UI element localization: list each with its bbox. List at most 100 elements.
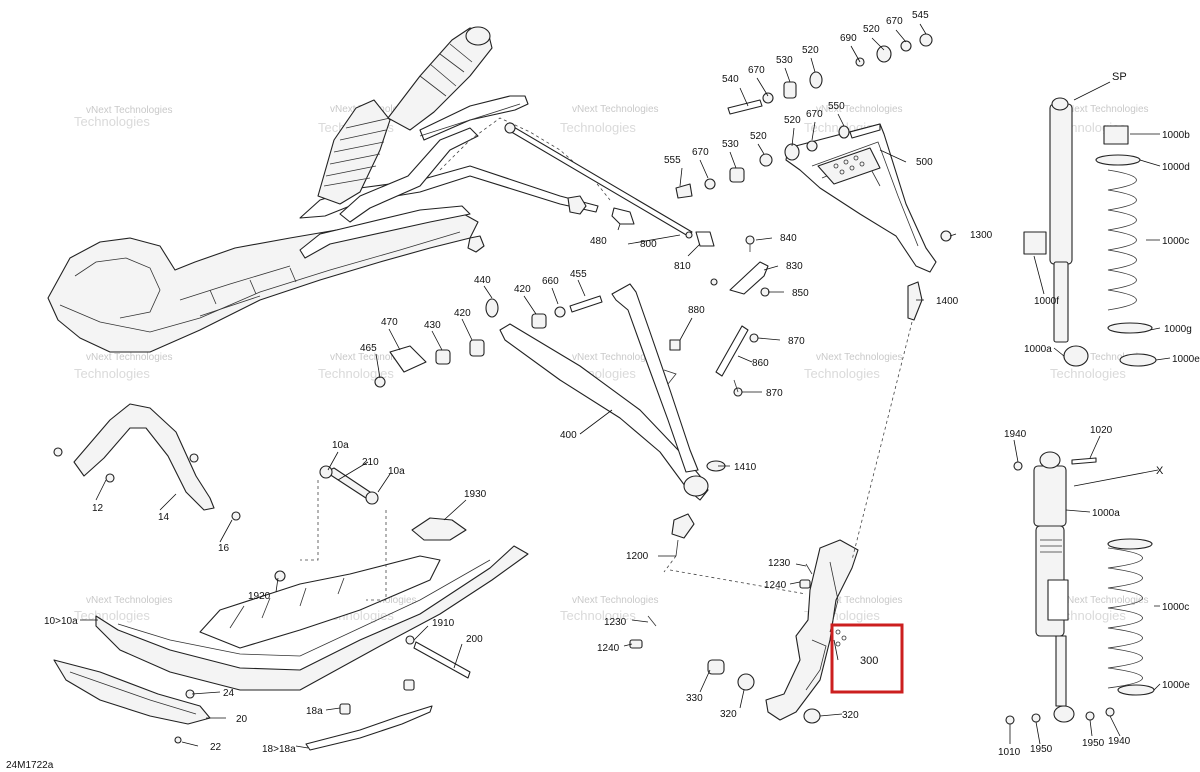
leader-lines: [80, 23, 1171, 749]
watermark-text: vNext Technologies: [1062, 352, 1149, 363]
watermark-text: Technologies: [74, 366, 150, 381]
callout-1230: 1230: [768, 558, 791, 569]
watermark-text: Technologies: [560, 608, 636, 623]
wear-bar-and-runner: [53, 659, 433, 751]
callout-1910: 1910: [432, 618, 455, 629]
steering-arm: [710, 235, 770, 397]
watermark-text: Technologies: [74, 608, 150, 623]
callout-830: 830: [786, 261, 803, 272]
callout-1230: 1230: [604, 617, 627, 628]
ski-leg: [629, 321, 913, 724]
callout-440: 440: [474, 275, 491, 286]
callout-1950: 1950: [1030, 744, 1053, 755]
callout-330: 330: [686, 693, 703, 704]
watermark-text: Technologies: [1050, 366, 1126, 381]
callout-400: 400: [560, 430, 577, 441]
callout-520: 520: [863, 24, 880, 35]
callout-690: 690: [840, 33, 857, 44]
callout-200: 200: [466, 634, 483, 645]
assembled-ski-suspension: [47, 26, 611, 353]
watermark-text: vNext Technologies: [86, 352, 173, 363]
callout-1950: 1950: [1082, 738, 1105, 749]
callout-10a: 10a: [332, 440, 349, 451]
callout-16: 16: [218, 543, 230, 554]
watermark-text: vNext Technologies: [572, 104, 659, 115]
watermark-text: vNext Technologies: [86, 595, 173, 606]
watermark-text: vNext Technologies: [86, 105, 173, 116]
watermark-text: vNext Technologies: [816, 352, 903, 363]
callout-1410: 1410: [734, 462, 757, 473]
callout-520: 520: [802, 45, 819, 56]
callout-670: 670: [748, 65, 765, 76]
watermark-text: vNext Technologies: [1062, 595, 1149, 606]
callout-320: 320: [720, 709, 737, 720]
upper-a-arm: [675, 33, 952, 321]
callout-420: 420: [514, 284, 531, 295]
callout-1010: 1010: [998, 747, 1021, 758]
callout-sp: SP: [1112, 71, 1127, 83]
callout-810: 810: [674, 261, 691, 272]
callout-480: 480: [590, 236, 607, 247]
callout-1920: 1920: [248, 591, 271, 602]
callout-540: 540: [722, 74, 739, 85]
callout-1240: 1240: [597, 643, 620, 654]
callout-12: 12: [92, 503, 104, 514]
callout-1000a: 1000a: [1092, 508, 1120, 519]
callout-10a: 10a: [388, 466, 405, 477]
lower-a-arm: [374, 283, 726, 557]
callout-x: X: [1156, 465, 1164, 477]
watermark-text: vNext Technologies: [572, 352, 659, 363]
callout-455: 455: [570, 269, 587, 280]
callout-840: 840: [780, 233, 797, 244]
callout-1200: 1200: [626, 551, 649, 562]
shock-sp: [1023, 97, 1157, 367]
callout-550: 550: [828, 101, 845, 112]
callout-500: 500: [916, 157, 933, 168]
callout-1000e: 1000e: [1172, 354, 1200, 365]
callout-530: 530: [722, 139, 739, 150]
watermark-text: Technologies: [804, 366, 880, 381]
watermark-text: Technologies: [74, 114, 150, 129]
callout-1000b: 1000b: [1162, 130, 1190, 141]
callout-1000a: 1000a: [1024, 344, 1052, 355]
watermark-text: Technologies: [1050, 608, 1126, 623]
watermark-text: vNext Technologies: [572, 595, 659, 606]
ski: [95, 465, 529, 691]
callout-1930: 1930: [464, 489, 487, 500]
watermark-text: Technologies: [318, 366, 394, 381]
watermarks: vNext Technologies Technologies vNext Te…: [74, 104, 1149, 623]
callout-670: 670: [886, 16, 903, 27]
watermark-text: Technologies: [560, 120, 636, 135]
callout-1940: 1940: [1004, 429, 1027, 440]
callout-465: 465: [360, 343, 377, 354]
callout-660: 660: [542, 276, 559, 287]
callout-300: 300: [860, 655, 878, 667]
watermark-text: vNext Technologies: [330, 352, 417, 363]
ski-bumper: [53, 403, 241, 521]
highlight-box: [830, 623, 904, 694]
callout-320: 320: [842, 710, 859, 721]
callout-1000c: 1000c: [1162, 602, 1189, 613]
callout-1240: 1240: [764, 580, 787, 591]
callout-430: 430: [424, 320, 441, 331]
callout-18-to-18a: 18>18a: [262, 744, 296, 755]
callout-555: 555: [664, 155, 681, 166]
callout-1000c: 1000c: [1162, 236, 1189, 247]
callout-530: 530: [776, 55, 793, 66]
callout-1000g: 1000g: [1164, 324, 1192, 335]
callout-520: 520: [784, 115, 801, 126]
callout-520: 520: [750, 131, 767, 142]
callout-670: 670: [692, 147, 709, 158]
callout-14: 14: [158, 512, 170, 523]
callout-24: 24: [223, 688, 235, 699]
callout-870: 870: [766, 388, 783, 399]
shock-x: [1005, 451, 1155, 725]
callout-420: 420: [454, 308, 471, 319]
callout-880: 880: [688, 305, 705, 316]
diagram-id: 24M1722a: [6, 760, 54, 771]
callout-545: 545: [912, 10, 929, 21]
callout-800: 800: [640, 239, 657, 250]
callout-1000f: 1000f: [1034, 296, 1059, 307]
callout-1000e: 1000e: [1162, 680, 1190, 691]
